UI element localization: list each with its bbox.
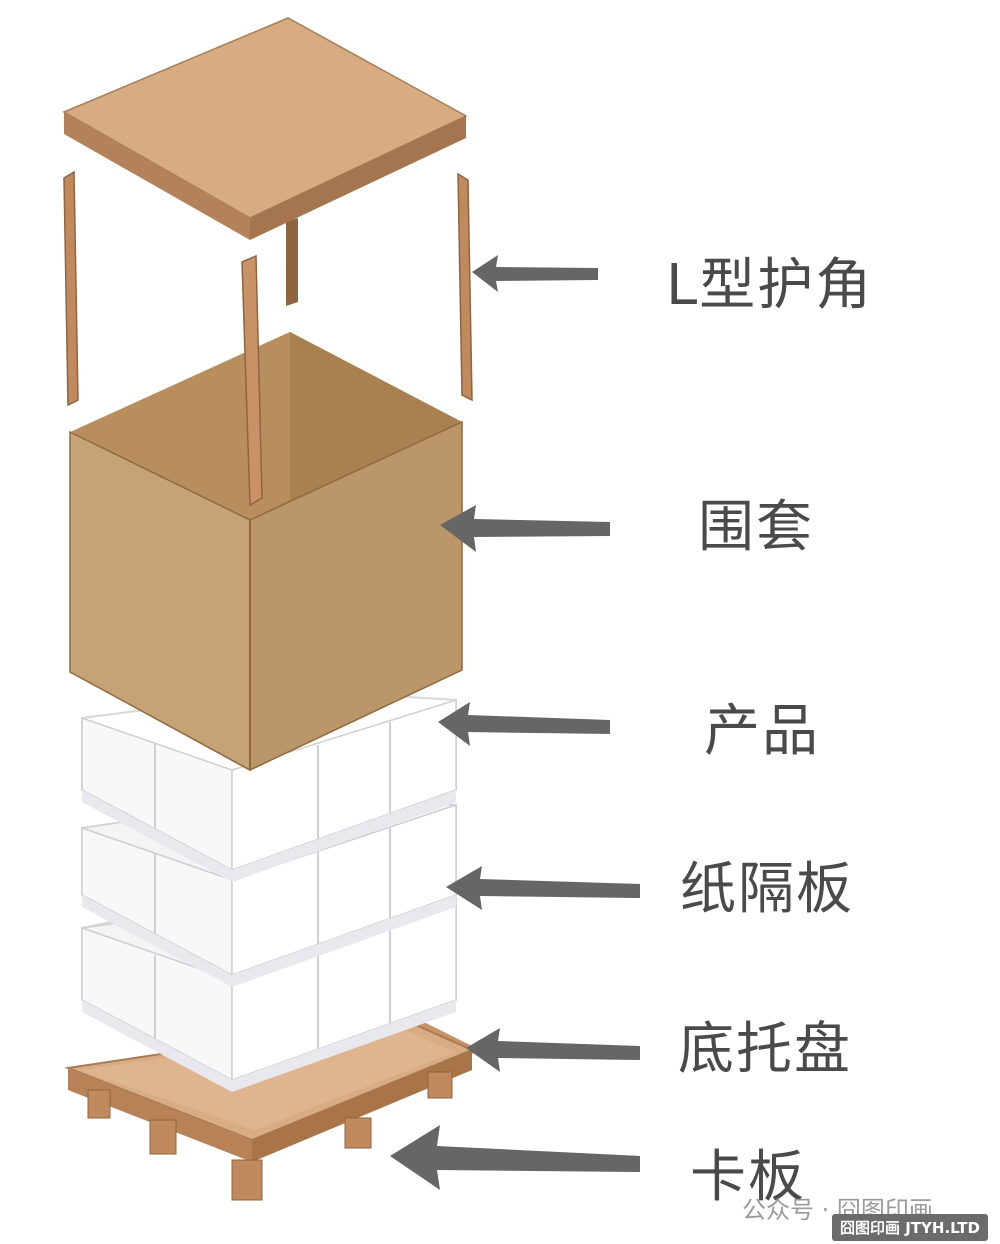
label-separator: 纸隔板 [680,857,854,922]
arrow-corner-guard [472,255,598,292]
arrow-sleeve [440,505,610,552]
arrow-bottom-tray [466,1028,640,1072]
corner-guards [63,170,473,507]
label-product: 产品 [704,699,820,764]
sleeve-box [69,332,463,772]
product-stack [81,688,457,1092]
watermark-site: 囧图印画 JTYH.LTD [832,1214,988,1241]
label-corner-guard: L型护角 [666,253,874,318]
arrow-product [438,702,610,746]
label-sleeve: 围套 [698,495,814,560]
arrow-separator [446,866,640,910]
arrow-pallet [390,1125,640,1190]
label-bottom-tray: 底托盘 [678,1017,852,1082]
label-pallet: 卡板 [690,1145,806,1210]
arrows [390,255,640,1190]
top-lid [62,17,468,240]
